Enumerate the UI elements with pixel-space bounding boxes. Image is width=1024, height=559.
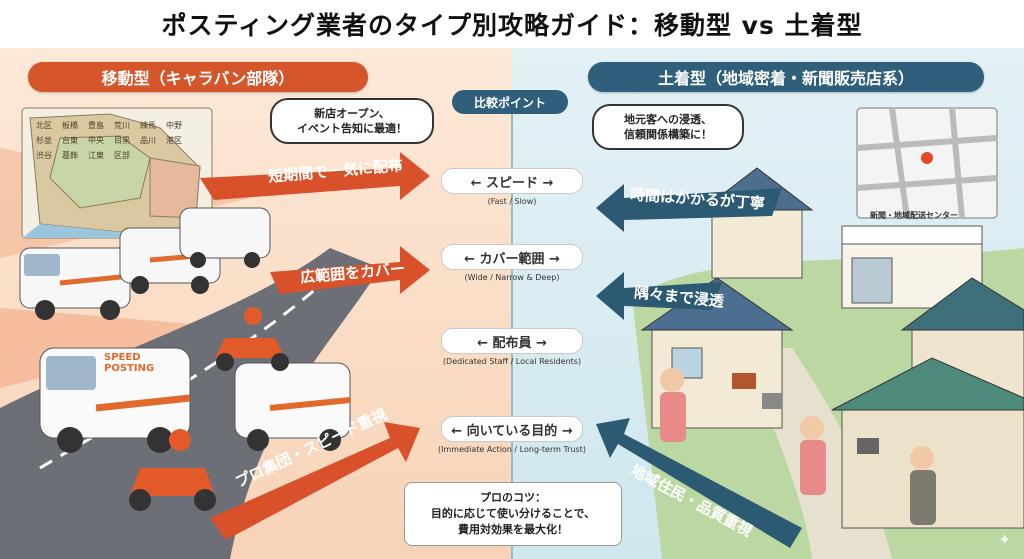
van-4 [39,347,191,453]
compare-item-purpose: ← 向いている目的 → (Immediate Action / Long-ter… [430,416,594,454]
right-arrow-1 [596,184,782,232]
compare-item-title: ← 向いている目的 → [441,416,583,442]
compare-item-title: ← カバー範囲 → [441,244,583,270]
map-label: 荒川 [114,121,130,130]
page-title: ポスティング業者のタイプ別攻略ガイド：移動型 vs 土着型 [161,11,863,40]
compare-item-sub: (Wide / Narrow & Deep) [464,273,560,282]
sparkle-icon: ✦ [998,530,1012,549]
right-bubble: 地元客への浸透、 信頼関係構築に！ [592,104,744,150]
pro-tip-box: プロのコツ： 目的に応じて使い分けることで、 費用対効果を最大化！ [404,482,622,546]
compare-item-staff: ← 配布員 → (Dedicated Staff / Local Residen… [430,328,594,366]
compare-item-title: ← 配布員 → [441,328,583,354]
map-label: 区部 [114,151,130,160]
left-bubble-line2: イベント告知に最適！ [297,122,407,135]
left-header: 移動型（キャラバン部隊） [28,62,368,92]
compare-item-sub: (Fast / Slow) [487,197,537,206]
van-label-line1: SPEED [104,352,141,363]
map-label: 品川 [140,136,156,145]
tokyo-map [21,107,213,239]
title-bar: ポスティング業者のタイプ別攻略ガイド：移動型 vs 土着型 [0,0,1024,48]
van-5 [234,362,351,451]
right-header: 土着型（地域密着・新聞販売店系） [588,62,984,92]
map-label: 練馬 [140,121,156,130]
resident-3 [910,446,936,525]
right-bubble-line1: 地元客への浸透、 [624,113,712,126]
compare-item-sub: (Dedicated Staff / Local Residents) [442,357,582,366]
right-bubble-line2: 信頼関係構築に！ [624,128,712,141]
van-1 [19,247,131,320]
map-label: 豊島 [88,121,104,130]
left-bubble-line1: 新店オープン、 [314,107,390,120]
shop-sign: 新聞・地域配送センター [870,211,958,220]
map-label: 目黒 [114,136,130,145]
resident-2 [800,416,826,495]
compare-item-speed: ← スピード → (Fast / Slow) [430,168,594,206]
right-arrow-2 [596,272,722,320]
map-label: 港区 [166,136,182,145]
town-map [856,107,998,219]
pro-tip-line2: 目的に応じて使い分けることで、 [430,507,596,520]
right-illustration [596,107,1024,559]
map-label: 中央 [88,136,104,145]
compare-item-sub: (Immediate Action / Long-term Trust) [438,445,586,454]
pro-tip-line3: 費用対効果を最大化！ [458,523,568,536]
scooter-1 [215,307,289,371]
map-label: 中野 [166,121,182,130]
map-labels: 北区 板橋 豊島 荒川 練馬 中野 杉並 台東 中央 目黒 品川 港区 渋谷 葛… [36,120,206,161]
van-label: SPEED POSTING [104,352,154,374]
left-arrow-1 [200,152,430,200]
left-arrow-2 [270,246,430,294]
right-arrow-3 [596,418,802,548]
left-arrow-3 [210,422,420,540]
compare-item-coverage: ← カバー範囲 → (Wide / Narrow & Deep) [430,244,594,282]
map-label: 北区 [36,121,52,130]
scooter-2 [129,429,216,511]
resident-1 [660,368,686,442]
van-label-line2: POSTING [104,363,155,374]
map-label: 葛飾 [62,151,78,160]
map-label: 台東 [62,136,78,145]
house-4 [831,357,1024,529]
mailbox-2 [762,393,782,409]
left-bubble: 新店オープン、 イベント告知に最適！ [270,98,434,144]
compare-label: 比較ポイント [452,90,568,114]
map-label: 板橋 [62,121,78,130]
map-label: 渋谷 [36,151,52,160]
compare-item-title: ← スピード → [441,168,583,194]
mailbox-1 [732,373,756,389]
map-label: 江東 [88,151,104,160]
house-1 [700,167,814,279]
map-label: 杉並 [36,136,52,145]
van-3 [179,207,271,268]
mailbox-3 [857,438,879,454]
left-illustration [0,107,430,559]
pro-tip-line1: プロのコツ： [480,491,546,504]
